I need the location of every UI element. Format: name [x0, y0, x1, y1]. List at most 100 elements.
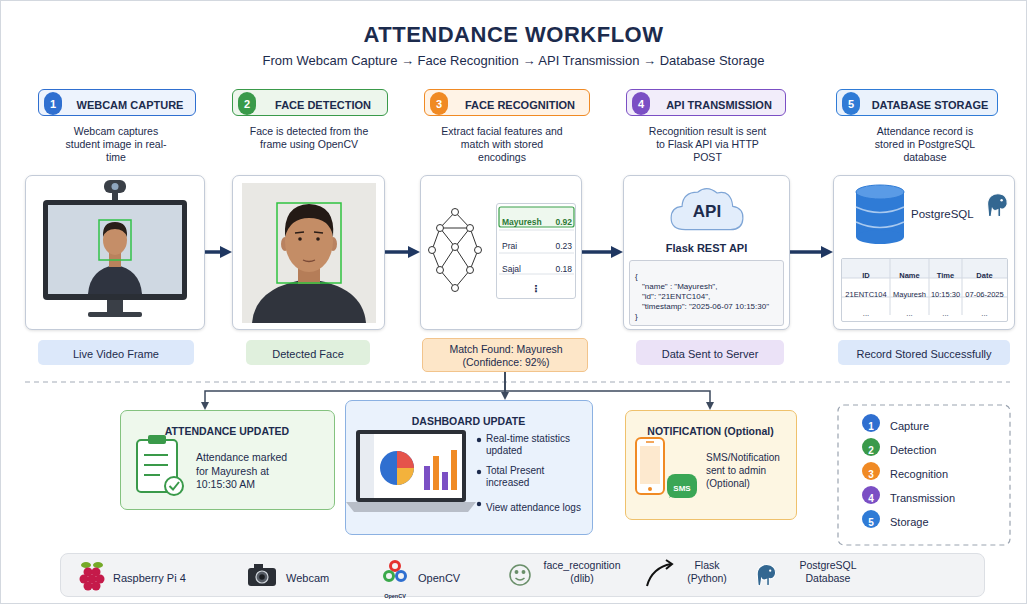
match-table-grid [499, 207, 574, 274]
text-slot: 3 [430, 94, 448, 112]
table-cell: ... [863, 309, 869, 318]
outcome-text: SMS/Notification sent to admin (Optional… [706, 451, 794, 490]
text-slot: NOTIFICATION (Optional) [626, 421, 795, 439]
result-text: Detected Face [272, 348, 344, 361]
raspberry-pi-icon [93, 562, 103, 568]
raspberry-pi-icon [80, 562, 105, 591]
text-slot: PostgreSQL [911, 204, 981, 222]
webcam-illustration [112, 183, 119, 190]
text-slot: 2 [238, 94, 256, 112]
step-description: Face is detected from the frame using Op… [249, 125, 369, 151]
webcam-illustration [103, 222, 127, 237]
table-cell: 10:15:30 [931, 290, 960, 299]
dashboard-laptop-icon [433, 456, 439, 490]
title-slot: ATTENDANCE WORKFLOW [0, 22, 1027, 48]
webcam-illustration [99, 220, 131, 260]
text-slot: { [635, 265, 780, 283]
api-name: Flask REST API [666, 242, 748, 255]
connector-group [205, 252, 821, 402]
step-header: FACE RECOGNITION 3 [424, 89, 590, 116]
label-slot: OpenCV [380, 584, 410, 602]
text-slot: face_recognition (dlib) [536, 559, 628, 586]
text-slot: SMS/Notification sent to admin (Optional… [706, 451, 794, 491]
camera-icon [256, 571, 268, 583]
table-cell: Time [937, 271, 954, 280]
flow-arrow [385, 250, 408, 254]
tech-name: OpenCV [418, 572, 460, 585]
flow-arrow [505, 372, 710, 402]
record-table-grid [842, 259, 1007, 315]
step-description: Attendance record is stored in PostgreSQ… [865, 125, 985, 164]
step-number: 4 [638, 98, 644, 111]
face-photo [298, 237, 302, 241]
json-payload-box: {"name" : "Mayuresh","id": "21ENTC104","… [629, 260, 784, 326]
table-cell: Date [976, 271, 992, 280]
bullet-text: Total Present increased [486, 465, 590, 489]
clipboard-icon [148, 435, 166, 444]
subtitle: From Webcam Capture → Face Recognition →… [263, 53, 765, 69]
match-table-grid [499, 207, 574, 227]
legend-frame [838, 405, 1010, 545]
tech-stack-bar: Raspberry Pi 4WebcamOpenCVface_recogniti… [60, 553, 985, 597]
phone-icon [669, 490, 680, 498]
phone-icon [648, 487, 652, 491]
text-slot: 0.18 [549, 258, 572, 276]
legend-slot: Transmission [890, 488, 1005, 506]
text-slot: Detected Face [246, 344, 370, 362]
result-text: Data Sent to Server [662, 348, 759, 361]
text-slot: Attendance marked for Mayuresh at 10:15:… [196, 451, 296, 492]
face-photo [295, 232, 323, 233]
text-slot: Extract facial features and match with s… [437, 125, 567, 165]
tech-name: Raspberry Pi 4 [113, 572, 186, 585]
clipboard-icon [165, 477, 183, 495]
step-result-label: Data Sent to Server [636, 340, 784, 365]
webcam-illustration [48, 205, 182, 294]
step-number: 5 [848, 98, 854, 111]
webcam-illustration [43, 200, 187, 300]
text-slot: FACE RECOGNITION [453, 95, 587, 113]
table-cell: Prai [502, 241, 517, 251]
step-title: DATABASE STORAGE [872, 99, 989, 112]
step-number-badge: 4 [632, 92, 650, 115]
legend-text: Transmission [890, 492, 955, 505]
text-slot: PostgreSQL Database [789, 559, 867, 586]
raspberry-pi-icon [92, 582, 101, 591]
dashboard-laptop-icon [442, 472, 448, 490]
step-title: FACE RECOGNITION [465, 99, 575, 112]
raspberry-pi-icon [84, 582, 93, 591]
table-cell: Mayuresh [502, 217, 542, 227]
face-photo [277, 203, 341, 283]
text-slot: ... [929, 302, 962, 320]
text-slot: 07-06-2025 [962, 283, 1007, 301]
label-slot: 3 [862, 464, 880, 482]
step-number-badge: 1 [44, 92, 62, 115]
phone-icon [636, 438, 664, 494]
text-slot: Live Video Frame [38, 344, 194, 362]
legend-number: 4 [868, 493, 874, 505]
text-slot: 0.23 [549, 235, 572, 253]
text-slot: Prai [502, 235, 548, 253]
face-recognition-icon [522, 571, 524, 573]
webcam-illustration [107, 300, 123, 312]
tech-name: Flask (Python) [681, 559, 733, 584]
result-text: Match Found: Mayuresh (Confidence: 92%) [433, 343, 579, 368]
step-number: 2 [244, 98, 250, 111]
face-photo [285, 204, 333, 237]
step-title: API TRANSMISSION [666, 99, 772, 112]
table-cell: ... [906, 309, 912, 318]
cloud-outline [671, 189, 743, 230]
text-slot: Flask REST API [624, 238, 789, 256]
phone-icon [636, 438, 680, 498]
text-slot: API TRANSMISSION [655, 95, 783, 113]
step-description: Recognition result is sent to Flask API … [645, 125, 770, 164]
step-number: 3 [436, 98, 442, 111]
text-slot: Real-time statistics updated [486, 433, 590, 458]
dashboard-laptop-icon [477, 502, 481, 506]
json-line: "name" : "Mayuresh", [642, 282, 717, 292]
face-photo [303, 260, 315, 262]
text-slot: ... [890, 302, 929, 320]
database-icon [856, 185, 1007, 244]
text-slot: Attendance record is stored in PostgreSQ… [865, 125, 985, 165]
legend-number: 5 [868, 517, 874, 529]
